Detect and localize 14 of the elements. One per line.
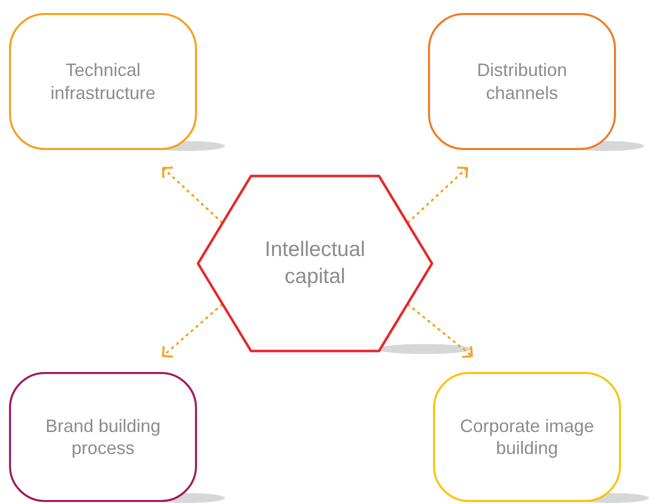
node-label: Brand building process	[44, 414, 162, 460]
dotted-arrow	[407, 304, 473, 358]
rounded-box	[9, 13, 197, 150]
dotted-arrow	[162, 304, 223, 358]
node-label: Technical infrastructure	[49, 59, 157, 104]
rounded-box	[9, 372, 197, 502]
node-label: Corporate image building	[458, 414, 596, 460]
dotted-arrow	[407, 166, 468, 224]
node-label: Intellectual capital	[264, 237, 366, 290]
rounded-box	[428, 13, 616, 150]
dotted-arrow	[162, 166, 223, 224]
hexagon-node	[196, 174, 434, 353]
node-label: Distribution channels	[476, 59, 568, 104]
rounded-box	[433, 372, 621, 502]
